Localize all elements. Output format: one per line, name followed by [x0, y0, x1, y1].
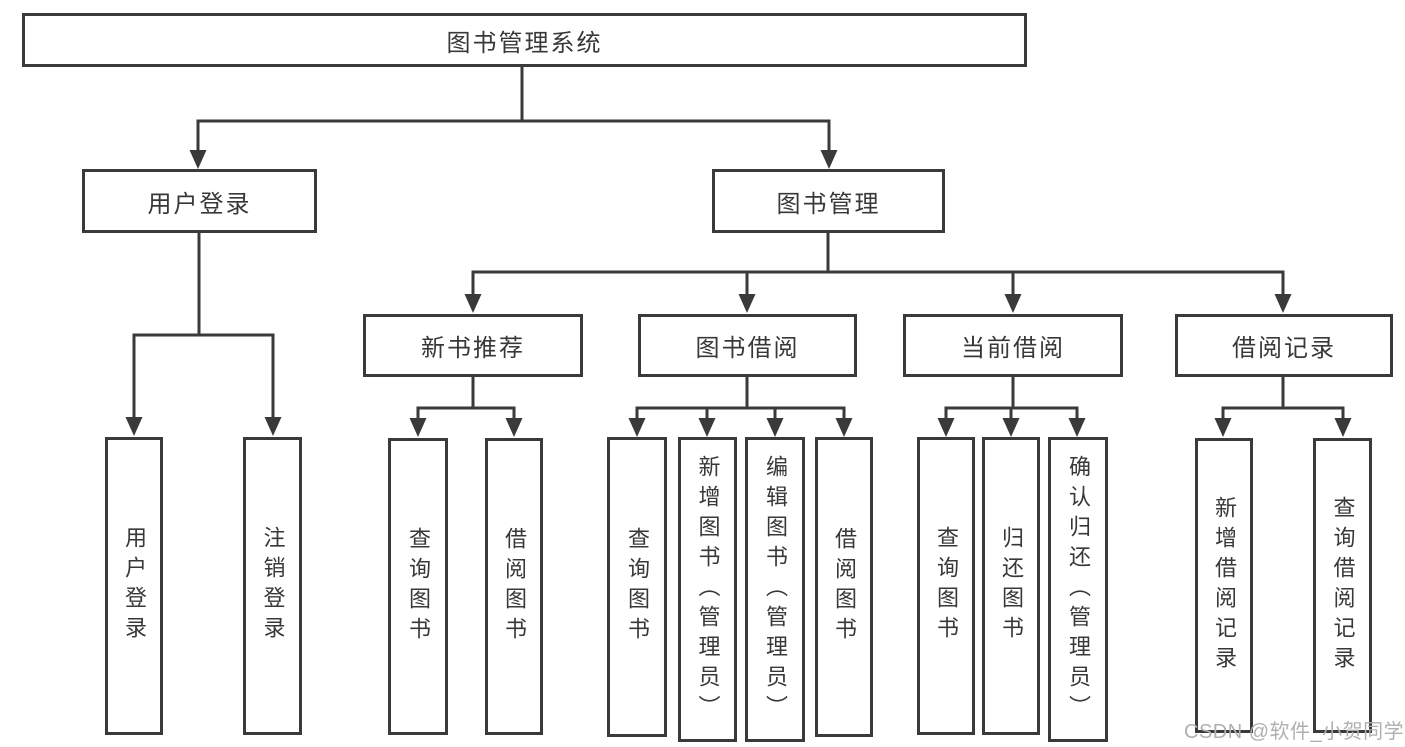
node-logout: 注销登录: [243, 437, 302, 735]
node-query-books-2: 查询图书: [607, 437, 667, 737]
node-current-borrow: 当前借阅: [903, 314, 1123, 377]
node-new-book-recommend: 新书推荐: [363, 314, 583, 377]
node-add-borrow-record: 新增借阅记录: [1195, 438, 1253, 733]
node-borrow-records: 借阅记录: [1175, 314, 1393, 377]
node-edit-books-admin: 编辑图书（管理员）: [745, 437, 805, 742]
node-user-login: 用户登录: [82, 169, 317, 233]
node-library-system: 图书管理系统: [22, 13, 1027, 67]
node-return-books: 归还图书: [982, 437, 1040, 735]
arrowheads: [125, 150, 1352, 437]
node-query-books-1: 查询图书: [388, 438, 448, 735]
node-query-borrow-record: 查询借阅记录: [1313, 438, 1372, 733]
node-book-borrow: 图书借阅: [638, 314, 857, 377]
node-query-books-3: 查询图书: [917, 437, 975, 735]
node-user-login-action: 用户登录: [105, 437, 163, 735]
node-borrow-books-2: 借阅图书: [815, 437, 873, 737]
node-confirm-return-admin: 确认归还（管理员）: [1048, 437, 1108, 742]
csdn-watermark: CSDN @软件_小贺同学: [1184, 721, 1405, 743]
node-book-management: 图书管理: [712, 169, 945, 233]
node-borrow-books-1: 借阅图书: [485, 438, 543, 735]
node-add-books-admin: 新增图书（管理员）: [678, 437, 737, 742]
